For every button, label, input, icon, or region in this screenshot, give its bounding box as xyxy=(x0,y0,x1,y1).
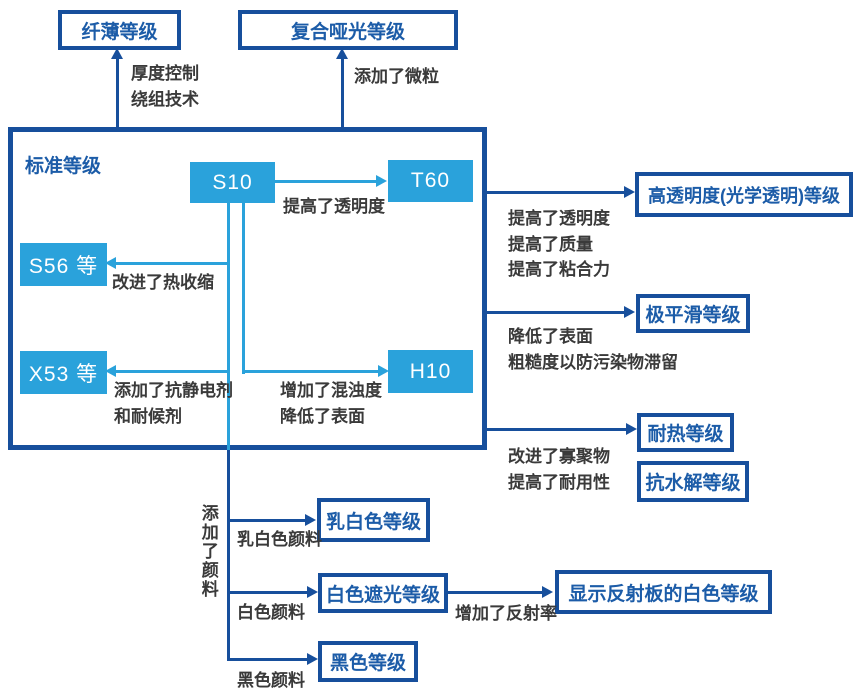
connector-to-h10 xyxy=(242,370,380,373)
edge-label-to-t60: 提高了透明度 xyxy=(283,197,385,216)
arrowhead-up-matte-icon xyxy=(336,48,348,59)
edge-label-high-transparency: 提高了透明度 提高了质量 提高了粘合力 xyxy=(508,209,610,279)
node-high-transparency-grade: 高透明度(光学透明)等级 xyxy=(635,172,853,217)
arrowhead-left-s56-icon xyxy=(105,257,116,269)
node-h10: H10 xyxy=(388,350,473,393)
connector-to-ultra-smooth xyxy=(487,311,627,314)
node-white-shading-grade: 白色遮光等级 xyxy=(318,573,448,613)
connector-to-white-shading xyxy=(230,591,310,594)
edge-label-matte-method: 添加了微粒 xyxy=(354,67,439,86)
edge-label-reflective-white: 增加了反射率 xyxy=(455,604,557,623)
standard-grade-title: 标准等级 xyxy=(25,156,102,177)
node-s10: S10 xyxy=(190,162,275,203)
edge-label-to-x53: 添加了抗静电剂 和耐候剂 xyxy=(114,381,233,426)
arrowhead-right-ultra-smooth-icon xyxy=(624,306,635,318)
connector-to-high-transparency xyxy=(487,191,627,194)
arrowhead-right-heat-resistant-icon xyxy=(626,423,637,435)
node-composite-matte-grade: 复合哑光等级 xyxy=(238,10,458,50)
node-milky-white-grade: 乳白色等级 xyxy=(317,498,430,542)
arrowhead-right-t60-icon xyxy=(376,175,387,187)
arrowhead-up-thin-icon xyxy=(111,48,123,59)
edge-label-heat-resistant: 改进了寡聚物 提高了耐用性 xyxy=(508,447,610,492)
edge-label-to-s56: 改进了热收缩 xyxy=(112,273,214,292)
connector-s10-down-right xyxy=(242,203,245,374)
node-heat-resistant-grade: 耐热等级 xyxy=(637,413,734,452)
connector-pigment-trunk xyxy=(227,450,230,661)
edge-label-to-h10: 增加了混浊度 降低了表面 xyxy=(280,381,382,426)
edge-label-ultra-smooth: 降低了表面 粗糙度以防污染物滞留 xyxy=(508,327,678,372)
edge-label-thin-method: 厚度控制 绕组技术 xyxy=(131,64,199,109)
connector-to-thin-grade xyxy=(116,57,119,127)
node-reflective-white-grade: 显示反射板的白色等级 xyxy=(555,570,772,614)
node-x53: X53 等 xyxy=(20,351,107,394)
edge-label-pigment-method: 添加了颜料 xyxy=(198,504,218,599)
connector-to-x53 xyxy=(114,370,230,373)
edge-label-milky-white: 乳白色颜料 xyxy=(237,530,322,549)
connector-to-matte-grade xyxy=(341,57,344,127)
connector-to-s56 xyxy=(114,262,230,265)
node-t60: T60 xyxy=(388,160,473,202)
connector-to-reflective-white xyxy=(448,591,545,594)
connector-to-heat-resistant xyxy=(487,428,629,431)
connector-s10-down-left xyxy=(227,203,230,450)
node-thin-grade: 纤薄等级 xyxy=(58,10,181,50)
edge-label-black: 黑色颜料 xyxy=(237,671,305,690)
arrowhead-right-white-shading-icon xyxy=(307,586,318,598)
node-black-grade: 黑色等级 xyxy=(318,641,418,682)
arrowhead-right-high-transparency-icon xyxy=(624,186,635,198)
connector-to-milky-white xyxy=(230,519,308,522)
connector-s10-t60 xyxy=(275,180,378,183)
node-s56: S56 等 xyxy=(20,243,107,286)
arrowhead-left-x53-icon xyxy=(105,365,116,377)
arrowhead-right-h10-icon xyxy=(378,365,389,377)
connector-to-black xyxy=(230,658,310,661)
node-hydrolysis-resistant-grade: 抗水解等级 xyxy=(637,461,749,502)
node-ultra-smooth-grade: 极平滑等级 xyxy=(636,294,750,333)
edge-label-white-shading: 白色颜料 xyxy=(237,603,305,622)
arrowhead-right-milky-white-icon xyxy=(305,514,316,526)
arrowhead-right-reflective-white-icon xyxy=(542,586,553,598)
arrowhead-right-black-icon xyxy=(307,653,318,665)
